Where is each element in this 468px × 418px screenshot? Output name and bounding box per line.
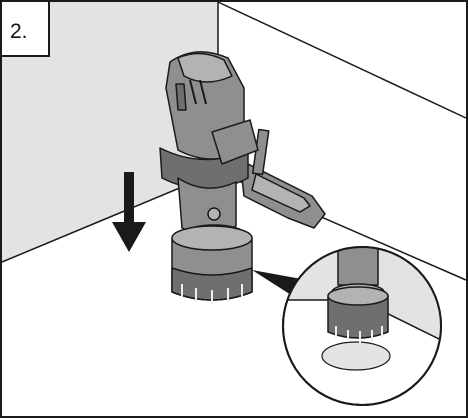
back-wall (2, 2, 218, 262)
ceiling-right-edge (217, 1, 467, 119)
step-number-label: 2. (10, 20, 28, 43)
step-label-box (0, 0, 50, 57)
magnified-detail-circle (282, 246, 442, 406)
down-arrow-icon (112, 172, 146, 252)
core-drill-machine (159, 51, 326, 304)
